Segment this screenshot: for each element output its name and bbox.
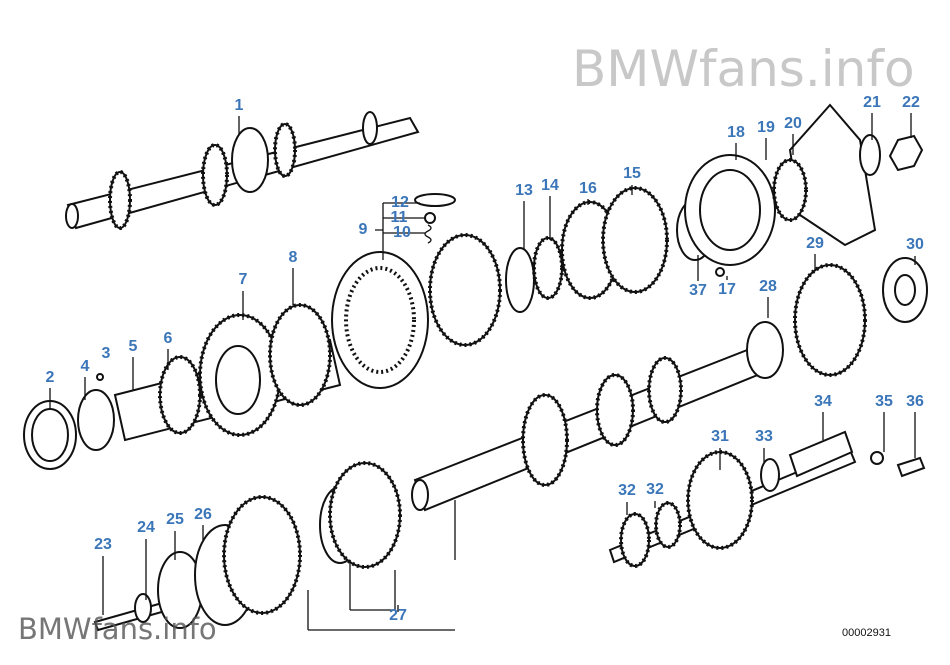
callout-12[interactable]: 12 xyxy=(391,194,409,211)
callout-2[interactable]: 2 xyxy=(45,369,55,386)
reverse-gear-group xyxy=(608,430,926,568)
callout-21[interactable]: 21 xyxy=(863,94,881,111)
callout-20[interactable]: 20 xyxy=(784,115,802,132)
callout-30[interactable]: 30 xyxy=(906,236,924,253)
callout-24[interactable]: 24 xyxy=(137,519,155,536)
callout-3[interactable]: 3 xyxy=(101,345,111,362)
callout-37[interactable]: 37 xyxy=(689,282,707,299)
callout-13[interactable]: 13 xyxy=(515,182,533,199)
countershaft xyxy=(411,257,928,512)
gear-cluster-middle xyxy=(505,186,669,313)
diagram-part-number: 00002931 xyxy=(842,627,891,639)
callout-5[interactable]: 5 xyxy=(128,338,138,355)
callout-34[interactable]: 34 xyxy=(814,393,832,410)
callout-31[interactable]: 31 xyxy=(711,428,729,445)
main-shaft xyxy=(65,111,420,230)
lower-gear-group xyxy=(93,461,456,632)
callout-8[interactable]: 8 xyxy=(288,249,298,266)
callout-4[interactable]: 4 xyxy=(80,358,90,375)
callout-32b[interactable]: 32 xyxy=(646,481,664,498)
watermark-bottom: BMWfans.info xyxy=(18,612,217,646)
callout-23[interactable]: 23 xyxy=(94,536,112,553)
callout-26[interactable]: 26 xyxy=(194,506,212,523)
callout-28[interactable]: 28 xyxy=(759,278,777,295)
callout-17[interactable]: 17 xyxy=(718,281,736,298)
synchronizer-group xyxy=(331,193,502,389)
callout-19[interactable]: 19 xyxy=(757,119,775,136)
front-bearing-group xyxy=(23,303,342,470)
callout-36[interactable]: 36 xyxy=(906,393,924,410)
callout-33[interactable]: 33 xyxy=(755,428,773,445)
callout-10[interactable]: 10 xyxy=(393,224,411,241)
callout-32a[interactable]: 32 xyxy=(618,482,636,499)
callout-14[interactable]: 14 xyxy=(541,177,559,194)
leader-lines xyxy=(49,113,916,615)
callout-25[interactable]: 25 xyxy=(166,511,184,528)
callout-9[interactable]: 9 xyxy=(358,221,368,238)
callout-27[interactable]: 27 xyxy=(389,607,407,624)
callout-7[interactable]: 7 xyxy=(238,271,248,288)
callout-6[interactable]: 6 xyxy=(163,330,173,347)
rear-bearing-group xyxy=(676,103,924,277)
callout-29[interactable]: 29 xyxy=(806,235,824,252)
callout-11[interactable]: 11 xyxy=(390,209,408,226)
watermark-top: BMWfans.info xyxy=(572,40,915,98)
callout-35[interactable]: 35 xyxy=(875,393,893,410)
callout-22[interactable]: 22 xyxy=(902,94,920,111)
callout-18[interactable]: 18 xyxy=(727,124,745,141)
callout-16[interactable]: 16 xyxy=(579,180,597,197)
callout-15[interactable]: 15 xyxy=(623,165,641,182)
callout-1[interactable]: 1 xyxy=(234,97,244,114)
